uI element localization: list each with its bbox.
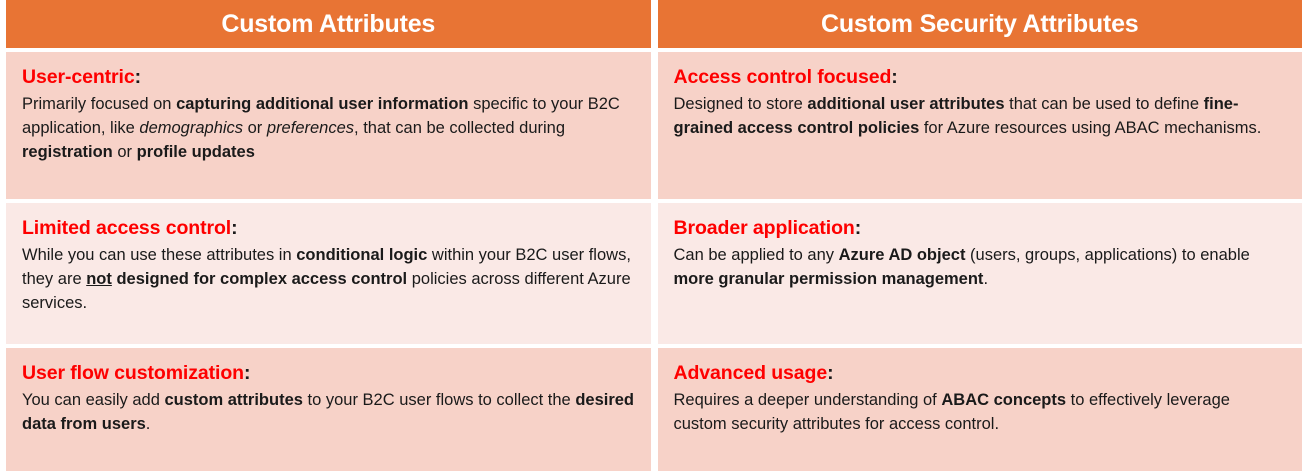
- cell-broader-application: Broader application: Can be applied to a…: [657, 203, 1302, 344]
- cell-advanced-usage: Advanced usage: Requires a deeper unders…: [657, 348, 1302, 471]
- cell-body: You can easily add custom attributes to …: [22, 391, 635, 433]
- cell-body: While you can use these attributes in co…: [22, 246, 631, 312]
- cell-body: Primarily focused on capturing additiona…: [22, 95, 620, 161]
- cell-heading: Limited access control:: [22, 215, 635, 241]
- cell-heading: Access control focused:: [674, 64, 1287, 90]
- cell-heading: User flow customization:: [22, 360, 635, 386]
- cell-heading-punctuation: :: [243, 362, 251, 384]
- table-row: Limited access control: While you can us…: [6, 203, 1302, 344]
- cell-heading-text: User-centric: [22, 66, 135, 88]
- cell-heading: Advanced usage:: [674, 360, 1287, 386]
- cell-heading-text: Limited access control: [22, 217, 232, 239]
- table-header-row: Custom Attributes Custom Security Attrib…: [6, 0, 1302, 48]
- cell-heading: User-centric:: [22, 64, 635, 90]
- cell-heading-text: Access control focused: [673, 66, 892, 88]
- cell-heading-punctuation: :: [854, 217, 862, 239]
- cell-heading-punctuation: :: [891, 66, 898, 88]
- cell-heading-text: Broader application: [673, 217, 855, 239]
- cell-heading-punctuation: :: [827, 362, 834, 384]
- cell-user-centric: User-centric: Primarily focused on captu…: [6, 52, 651, 199]
- table-row: User flow customization: You can easily …: [6, 348, 1302, 471]
- cell-access-control-focused: Access control focused: Designed to stor…: [657, 52, 1302, 199]
- cell-heading-punctuation: :: [134, 66, 142, 88]
- column-header-custom-attributes: Custom Attributes: [6, 0, 651, 48]
- column-header-label: Custom Security Attributes: [820, 9, 1139, 38]
- cell-heading-text: User flow customization: [22, 362, 244, 384]
- row-gap: [6, 48, 1302, 52]
- column-header-label: Custom Attributes: [221, 9, 436, 38]
- cell-heading-punctuation: :: [231, 217, 238, 239]
- row-gap: [6, 199, 1302, 203]
- cell-body: Designed to store additional user attrib…: [673, 95, 1262, 137]
- cell-heading: Broader application:: [674, 215, 1287, 241]
- cell-body: Can be applied to any Azure AD object (u…: [673, 246, 1250, 288]
- cell-body: Requires a deeper understanding of ABAC …: [673, 391, 1230, 433]
- cell-limited-access-control: Limited access control: While you can us…: [6, 203, 651, 344]
- cell-user-flow-customization: User flow customization: You can easily …: [6, 348, 651, 471]
- table-row: User-centric: Primarily focused on captu…: [6, 52, 1302, 199]
- row-gap: [6, 344, 1302, 348]
- column-header-custom-security-attributes: Custom Security Attributes: [657, 0, 1302, 48]
- cell-heading-text: Advanced usage: [673, 362, 828, 384]
